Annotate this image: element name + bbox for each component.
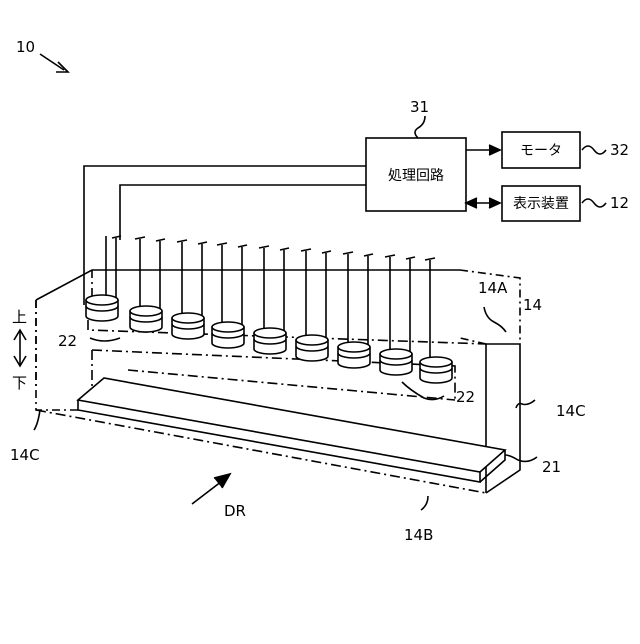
label-cups-right: 22 (456, 388, 475, 406)
cup (420, 258, 452, 383)
cup (212, 243, 247, 348)
label-down: 下 (12, 374, 27, 392)
cup (172, 240, 207, 339)
cup (130, 237, 165, 332)
motor-text: モータ (520, 143, 562, 159)
label-device: 10 (16, 38, 35, 56)
label-circuit-ref: 31 (410, 98, 429, 116)
label-motor-ref: 32 (610, 141, 629, 159)
label-bottom: 14B (404, 526, 433, 544)
label-cups-left: 22 (58, 332, 77, 350)
vertical-arrow (14, 330, 26, 366)
display-block: 表示装置 (502, 186, 580, 221)
circuit-block: 処理回路 (366, 138, 466, 211)
motor-block: モータ (502, 132, 580, 168)
label-display-ref: 12 (610, 194, 629, 212)
cups-and-probes (86, 236, 452, 383)
connection-arrows (466, 145, 500, 208)
label-side-right: 14C (556, 402, 586, 420)
circuit-text: 処理回路 (388, 168, 444, 184)
label-direction: DR (224, 502, 246, 520)
signal-wires (84, 166, 366, 305)
label-plate: 21 (542, 458, 561, 476)
cup (296, 249, 331, 361)
label-up: 上 (12, 308, 27, 326)
direction-arrow (192, 474, 230, 504)
cup (86, 236, 121, 321)
label-tank: 14 (523, 296, 542, 314)
label-side-left: 14C (10, 446, 40, 464)
cup (380, 255, 415, 375)
cup (254, 246, 289, 354)
display-text: 表示装置 (513, 196, 569, 212)
label-top: 14A (478, 279, 508, 297)
